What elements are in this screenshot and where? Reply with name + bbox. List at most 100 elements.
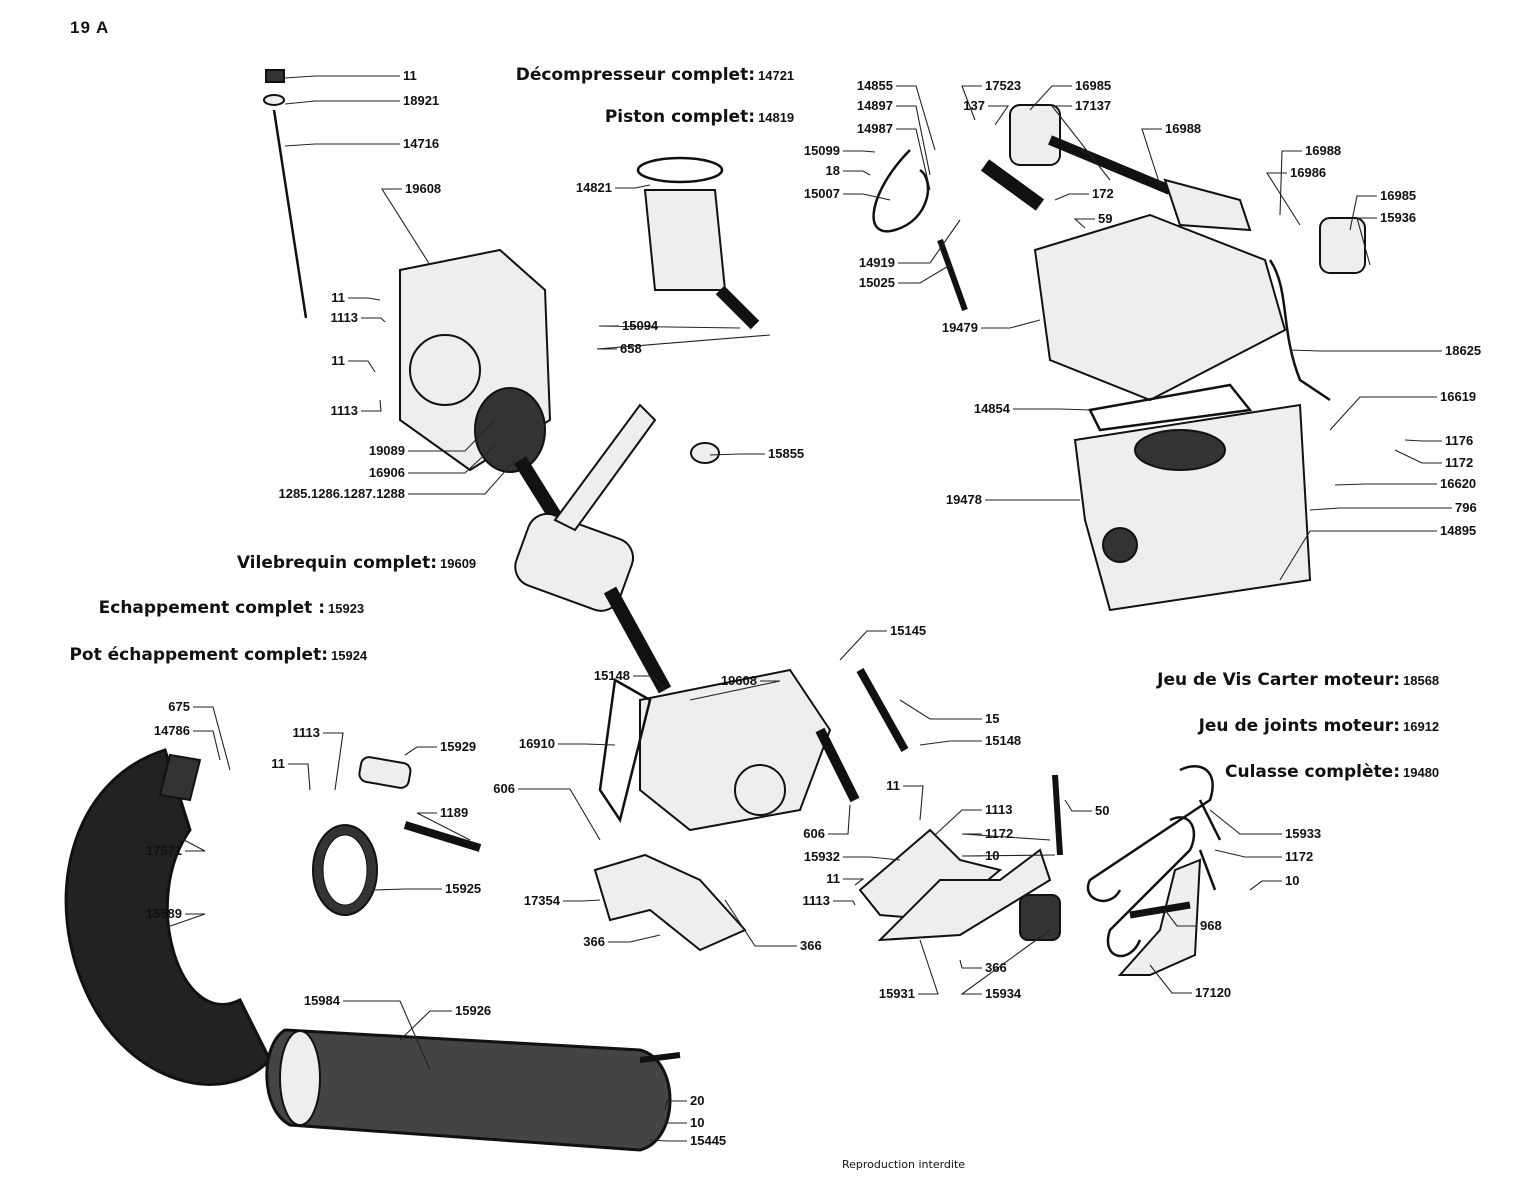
- part-number-label: 15589: [146, 906, 182, 921]
- leader-line: [563, 899, 601, 902]
- part-number-label: 14987: [857, 121, 893, 136]
- leader-line: [558, 743, 616, 746]
- assembly-ref: 14819: [758, 110, 794, 125]
- part-number-label: 15934: [985, 986, 1022, 1001]
- leader-line: [1214, 849, 1282, 858]
- leader-line: [934, 809, 982, 836]
- part-number-label: 15: [985, 711, 999, 726]
- part-number-label: 17120: [1195, 985, 1231, 1000]
- leader-line: [1279, 530, 1437, 581]
- part-number-label: 14919: [859, 255, 895, 270]
- part-number-label: 1172: [1445, 455, 1473, 470]
- leader-line: [689, 680, 781, 701]
- part-number-label: 16986: [1290, 165, 1326, 180]
- part-number-label: 10: [1285, 873, 1299, 888]
- part-number-label: 606: [803, 826, 825, 841]
- part-number-label: 50: [1095, 803, 1109, 818]
- part-number-label: 15007: [804, 186, 840, 201]
- leader-line: [961, 85, 982, 121]
- leader-line: [898, 219, 961, 264]
- page-number: 19 A: [70, 18, 110, 37]
- roller-part: [1319, 217, 1366, 274]
- part-number-label: 15933: [1285, 826, 1321, 841]
- assembly-name: Pot échappement complet:: [69, 645, 328, 665]
- part-number-label: 16985: [1380, 188, 1416, 203]
- part-number-label: 1172: [1285, 849, 1313, 864]
- leader-line: [408, 419, 496, 452]
- part-number-label: 10: [985, 848, 999, 863]
- leader-line: [323, 732, 344, 791]
- leader-line: [843, 878, 865, 886]
- leader-line: [416, 812, 471, 841]
- part-number-label: 658: [620, 341, 642, 356]
- leader-line: [960, 929, 1051, 995]
- part-number-label: 19608: [405, 181, 441, 196]
- part-number-label: 15984: [304, 993, 341, 1008]
- leader-line: [1164, 909, 1197, 927]
- part-number-label: 15936: [1380, 210, 1416, 225]
- leader-line: [408, 444, 496, 474]
- part-number-label: 1172: [985, 826, 1013, 841]
- silencer-part: [265, 1028, 672, 1152]
- leader-line: [833, 900, 856, 906]
- assembly-ref: 18568: [1403, 673, 1439, 688]
- leader-line: [988, 105, 1010, 126]
- part-number-label: 16985: [1075, 78, 1111, 93]
- assembly-name: Vilebrequin complet:: [237, 553, 437, 573]
- assembly-name: Culasse complète:: [1225, 762, 1400, 782]
- crankshaft-part: [514, 512, 635, 612]
- part-number-label: 675: [168, 699, 190, 714]
- leader-line: [1249, 880, 1282, 891]
- leader-line: [284, 75, 400, 79]
- leader-line: [919, 740, 982, 746]
- leader-line: [164, 829, 206, 852]
- leader-line: [1289, 349, 1442, 352]
- part-number-label: 17137: [1075, 98, 1111, 113]
- needle-bearing-part: [690, 442, 720, 464]
- part-number-label: 16906: [369, 465, 405, 480]
- part-number-label: 19089: [369, 443, 405, 458]
- leader-line: [1064, 799, 1092, 812]
- footer-note: Reproduction interdite: [842, 1158, 966, 1171]
- part-number-label: 15929: [440, 739, 476, 754]
- leader-lines: [129, 75, 1452, 1142]
- part-number-label: 20: [690, 1093, 704, 1108]
- assembly-ref: 14721: [758, 68, 794, 83]
- leader-line: [843, 856, 901, 861]
- part-number-label: 17571: [146, 843, 182, 858]
- washer-part: [263, 94, 285, 106]
- leader-line: [1013, 408, 1091, 411]
- part-number-label: 19479: [942, 320, 978, 335]
- leader-line: [724, 899, 797, 947]
- part-number-label: 15932: [804, 849, 840, 864]
- leader-line: [709, 453, 765, 456]
- leader-line: [899, 699, 982, 720]
- leader-line: [896, 105, 931, 176]
- leader-line: [361, 399, 382, 412]
- leader-line: [1050, 105, 1111, 181]
- part-number-label: 19478: [946, 492, 982, 507]
- part-number-label: 19608: [721, 673, 757, 688]
- leader-line: [843, 170, 871, 176]
- assembly-name: Décompresseur complet:: [516, 65, 755, 85]
- leader-line: [598, 325, 741, 329]
- assembly-ref: 15923: [328, 601, 364, 616]
- part-number-label: 16988: [1305, 143, 1341, 158]
- cylinder-head-part: [1033, 213, 1287, 402]
- part-number-label: 11: [886, 778, 900, 793]
- part-number-label: 366: [800, 938, 822, 953]
- part-number-label: 17354: [524, 893, 561, 908]
- leader-line: [664, 1122, 687, 1126]
- leader-line: [633, 675, 666, 691]
- part-number-label: 16620: [1440, 476, 1476, 491]
- leader-line: [896, 85, 936, 151]
- leader-line: [1394, 449, 1442, 464]
- kickstand-part: [1117, 858, 1202, 976]
- leader-line: [1209, 809, 1282, 835]
- part-number-label: 11: [826, 871, 840, 886]
- leader-line: [981, 319, 1041, 329]
- leader-line: [408, 459, 516, 495]
- part-number-label: 15925: [445, 881, 481, 896]
- parts-illustration: [64, 69, 1366, 1152]
